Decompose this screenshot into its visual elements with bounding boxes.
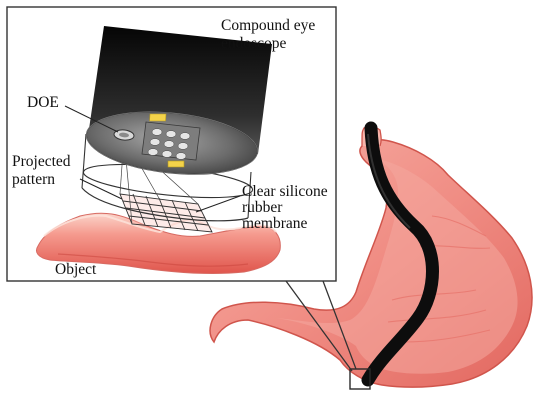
label-projected-line1: Projected (12, 153, 71, 170)
tissue-object (36, 212, 281, 275)
label-membrane-line3: membrane (242, 215, 308, 232)
label-membrane-line2: rubber (242, 199, 283, 216)
endoscope-tube-highlight (367, 133, 411, 229)
projected-pattern-grid (119, 193, 213, 233)
lens-array (141, 113, 201, 168)
leader-lines (64, 105, 241, 213)
label-doe: DOE (27, 94, 59, 111)
callout-pointer-left (285, 280, 353, 372)
stomach-inner-lining (276, 158, 518, 374)
label-object: Object (55, 261, 97, 278)
label-endoscope-line2: endoscope (221, 35, 287, 52)
tip-focus-box (349, 368, 371, 390)
callout-pointer-right (322, 280, 357, 370)
label-endoscope-line1: Compound eye (221, 17, 315, 34)
endoscope-head (85, 26, 272, 175)
label-projected-line2: pattern (12, 171, 55, 188)
label-membrane-line1: Clear silicone (242, 183, 328, 200)
labels: Compound eye endoscope DOE Projected pat… (12, 17, 328, 278)
endoscope-tube (361, 121, 439, 387)
